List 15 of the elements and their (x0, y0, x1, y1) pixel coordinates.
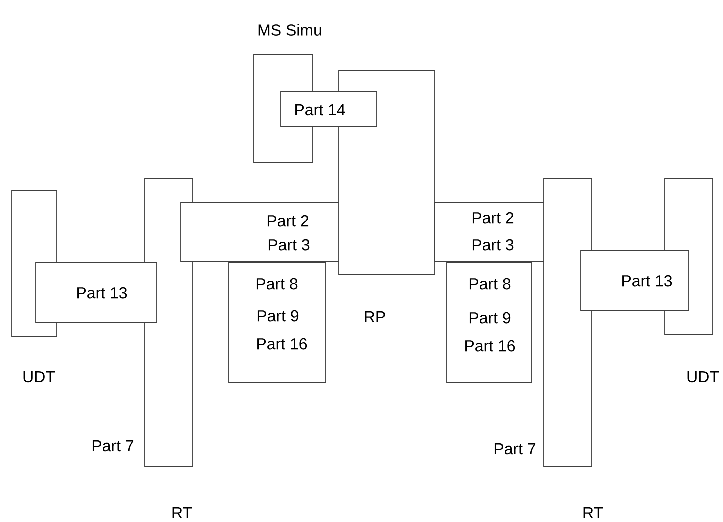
node-label: UDT (24, 372, 56, 383)
labeled-box: Part 8 Part 9 Part 16 (228, 262, 326, 384)
labeled-box: Part 13 (36, 262, 158, 324)
node-label: Part 7 (494, 444, 536, 455)
labeled-box: Part 2 Part 3 (180, 202, 340, 262)
node-label: RT (172, 508, 192, 519)
node-label: RT (584, 508, 604, 519)
node-label: UDT (688, 372, 720, 383)
labeled-box: Part 2 Part 3 (434, 202, 556, 262)
node-label: MS Simu (258, 24, 322, 36)
node-label: Part 7 (92, 440, 134, 452)
node-label: RP (365, 312, 386, 323)
labeled-box: Part 14 (280, 92, 378, 128)
labeled-box: Part 8 Part 9 Part 16 (446, 262, 532, 384)
labeled-box: Part 13 (580, 250, 690, 312)
